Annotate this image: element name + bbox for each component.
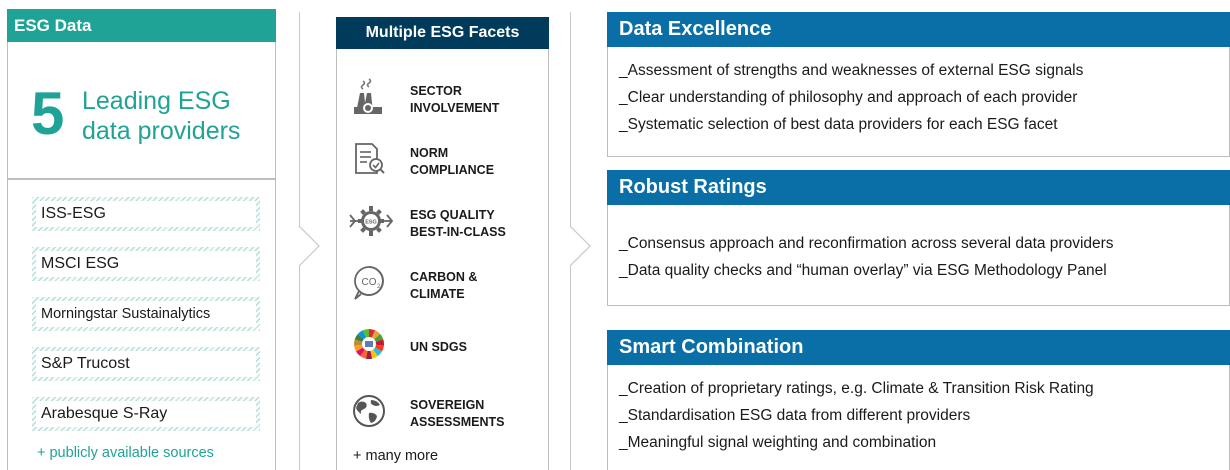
facet-label: NORM COMPLIANCE: [410, 145, 540, 179]
svg-text:ESG: ESG: [365, 220, 377, 226]
separator-line: [570, 265, 571, 470]
svg-text:2: 2: [377, 284, 381, 290]
chevron-right-icon: [569, 226, 591, 266]
separator-line: [570, 12, 571, 227]
separator-line: [299, 265, 300, 470]
svg-text:CO: CO: [362, 277, 377, 288]
provider-item: MSCI ESG: [32, 247, 260, 281]
leading-providers-line2: data providers: [82, 117, 241, 145]
facet-line2: BEST-IN-CLASS: [410, 225, 506, 239]
leading-providers-text: Leading ESG data providers: [82, 86, 240, 146]
provider-item: S&P Trucost: [32, 347, 260, 381]
esg-data-header: ESG Data: [7, 9, 276, 42]
facet-un-sdgs: UN SDGS: [337, 325, 550, 377]
facet-esg-quality: ESG ESG QUALITY BEST-IN-CLASS: [337, 201, 550, 253]
bullet-item: _Meaningful signal weighting and combina…: [619, 434, 937, 451]
panel-body-robust-ratings: _Consensus approach and reconfirmation a…: [607, 205, 1230, 306]
provider-item: Morningstar Sustainalytics: [32, 297, 260, 331]
facet-line2: COMPLIANCE: [410, 163, 495, 177]
provider-label: Arabesque S-Ray: [36, 401, 256, 427]
document-check-icon: [355, 143, 385, 174]
facet-sector-involvement: SECTOR INVOLVEMENT: [337, 77, 550, 129]
facet-list: SECTOR INVOLVEMENT NORM COMPLIANCE: [336, 49, 549, 470]
leading-providers-box: 5 Leading ESG data providers: [7, 42, 276, 179]
esg-facets-header: Multiple ESG Facets: [336, 17, 549, 49]
panel-body-smart-combination: _Creation of proprietary ratings, e.g. C…: [607, 365, 1230, 470]
provider-list: ISS-ESG MSCI ESG Morningstar Sustainalyt…: [7, 179, 276, 470]
public-sources-note: + publicly available sources: [37, 445, 214, 461]
provider-label: Morningstar Sustainalytics: [36, 301, 256, 327]
provider-item: ISS-ESG: [32, 197, 260, 231]
facet-line1: NORM: [410, 146, 449, 160]
facet-sovereign-assessments: SOVEREIGN ASSESSMENTS: [337, 391, 550, 443]
panel-title-robust-ratings: Robust Ratings: [607, 170, 1230, 205]
bullet-item: _Standardisation ESG data from different…: [619, 407, 971, 424]
facet-label: ESG QUALITY BEST-IN-CLASS: [410, 207, 540, 241]
facet-label: CARBON & CLIMATE: [410, 269, 540, 303]
facet-label: SOVEREIGN ASSESSMENTS: [410, 397, 540, 431]
facet-line1: CARBON &: [410, 270, 478, 284]
facet-line2: INVOLVEMENT: [410, 101, 500, 115]
provider-count: 5: [31, 80, 65, 147]
facet-line2: CLIMATE: [410, 287, 465, 301]
many-more-note: + many more: [353, 448, 439, 464]
sdg-wheel-icon: [354, 329, 384, 360]
bullet-item: _Assessment of strengths and weaknesses …: [619, 62, 1084, 79]
panel-title-smart-combination: Smart Combination: [607, 330, 1230, 365]
esg-facets-column: Multiple ESG Facets SECTOR INVOLVEMENT: [336, 17, 549, 470]
facet-line1: SOVEREIGN: [410, 398, 485, 412]
bullet-item: _Clear understanding of philosophy and a…: [619, 89, 1078, 106]
bullet-item: _Creation of proprietary ratings, e.g. C…: [619, 380, 1094, 397]
gear-arrows-icon: ESG: [349, 206, 393, 236]
facet-line1: SECTOR: [410, 84, 462, 98]
provider-label: ISS-ESG: [36, 201, 256, 227]
bullet-item: _Consensus approach and reconfirmation a…: [619, 235, 1114, 252]
globe-icon: [353, 395, 385, 427]
chevron-right-icon: [298, 226, 320, 266]
provider-label: MSCI ESG: [36, 251, 256, 277]
facet-line1: UN SDGS: [410, 340, 467, 354]
facet-label: SECTOR INVOLVEMENT: [410, 83, 540, 117]
facet-norm-compliance: NORM COMPLIANCE: [337, 139, 550, 191]
bullet-item: _Data quality checks and “human overlay”…: [619, 262, 1107, 279]
provider-label: S&P Trucost: [36, 351, 256, 377]
panel-title-data-excellence: Data Excellence: [607, 12, 1230, 47]
factory-icon: [354, 78, 382, 114]
esg-data-column: ESG Data 5 Leading ESG data providers IS…: [7, 9, 276, 470]
separator-line: [299, 12, 300, 227]
provider-item: Arabesque S-Ray: [32, 397, 260, 431]
facet-line1: ESG QUALITY: [410, 208, 495, 222]
panel-body-data-excellence: _Assessment of strengths and weaknesses …: [607, 47, 1230, 157]
facet-label: UN SDGS: [410, 339, 540, 356]
bullet-item: _Systematic selection of best data provi…: [619, 116, 1058, 133]
leading-providers-line1: Leading ESG: [82, 87, 231, 115]
facet-line2: ASSESSMENTS: [410, 415, 505, 429]
facet-carbon-climate: CO 2 CARBON & CLIMATE: [337, 263, 550, 315]
co2-icon: CO 2: [354, 266, 384, 300]
